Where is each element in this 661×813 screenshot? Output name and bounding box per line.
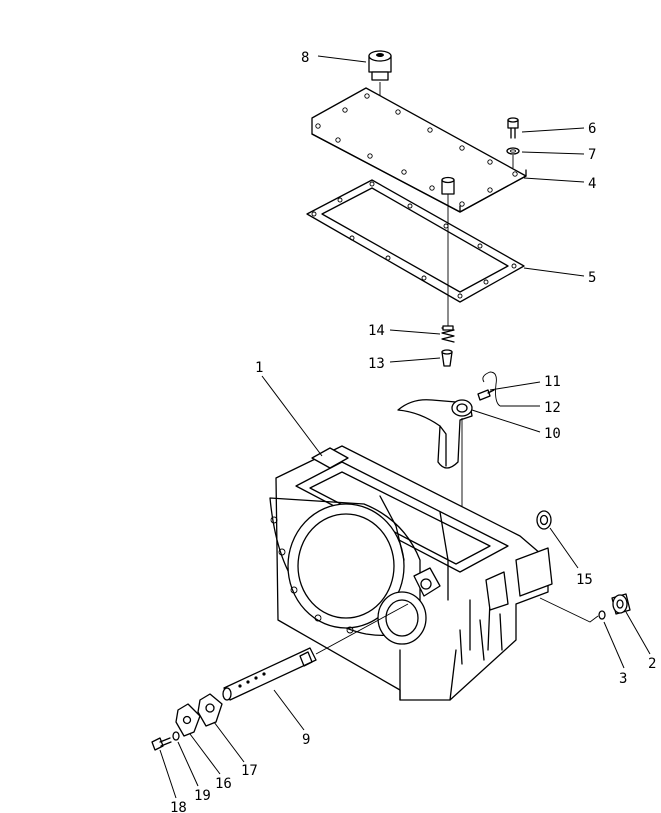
callout-10: 10 [544, 426, 561, 442]
set-screw-part [477, 389, 495, 401]
leader-18 [159, 749, 177, 799]
leader-5 [523, 267, 585, 277]
plate-gasket-part [175, 703, 201, 737]
leader-8 [317, 55, 367, 63]
callout-7: 7 [588, 147, 596, 163]
o-ring-part [598, 610, 606, 620]
callout-labels: 1 2 3 4 5 6 7 8 9 10 11 12 13 14 15 16 1… [170, 50, 656, 813]
callout-14: 14 [368, 323, 385, 339]
callout-1: 1 [255, 360, 263, 376]
shift-fork-part [397, 399, 473, 560]
transmission-case-part [269, 445, 553, 701]
drain-plug-part [611, 593, 631, 615]
callout-5: 5 [588, 270, 596, 286]
callout-6: 6 [588, 121, 596, 137]
retainer-plate-part [197, 693, 223, 727]
lock-wire-part [482, 371, 501, 407]
leader-1 [261, 375, 323, 457]
callout-18: 18 [170, 800, 187, 813]
leader-6 [521, 127, 585, 133]
leader-17 [213, 721, 245, 763]
leader-13 [389, 357, 441, 363]
leader-lines [159, 55, 651, 799]
leader-4 [523, 177, 585, 183]
leader-19 [177, 741, 199, 787]
leader-9 [273, 689, 305, 731]
leader-11 [489, 381, 541, 391]
shift-shaft-part [222, 603, 409, 701]
plug-part [536, 510, 552, 530]
callout-4: 4 [588, 176, 596, 192]
callout-15: 15 [576, 572, 593, 588]
spring-part [441, 325, 455, 343]
gasket-part [306, 179, 525, 303]
callout-19: 19 [194, 788, 211, 804]
callout-3: 3 [619, 671, 627, 687]
cover-washer-part [506, 147, 520, 168]
callout-12: 12 [544, 400, 561, 416]
leader-3 [603, 621, 625, 669]
callout-13: 13 [368, 356, 385, 372]
callout-9: 9 [302, 732, 310, 748]
retainer-bolt-part [151, 737, 172, 751]
washer-part [172, 731, 180, 741]
cover-bolt-part [507, 117, 519, 139]
detent-plunger-part [441, 349, 453, 367]
callout-2: 2 [648, 656, 656, 672]
leader-15 [549, 527, 579, 569]
callout-8: 8 [301, 50, 309, 66]
callout-11: 11 [544, 374, 561, 390]
callout-16: 16 [215, 776, 232, 792]
leader-16 [189, 733, 221, 775]
leader-7 [521, 151, 585, 155]
leader-14 [389, 329, 441, 335]
leader-2 [625, 611, 651, 655]
callout-17: 17 [241, 763, 258, 779]
cover-plate-part [311, 87, 527, 213]
leader-10 [471, 409, 541, 433]
